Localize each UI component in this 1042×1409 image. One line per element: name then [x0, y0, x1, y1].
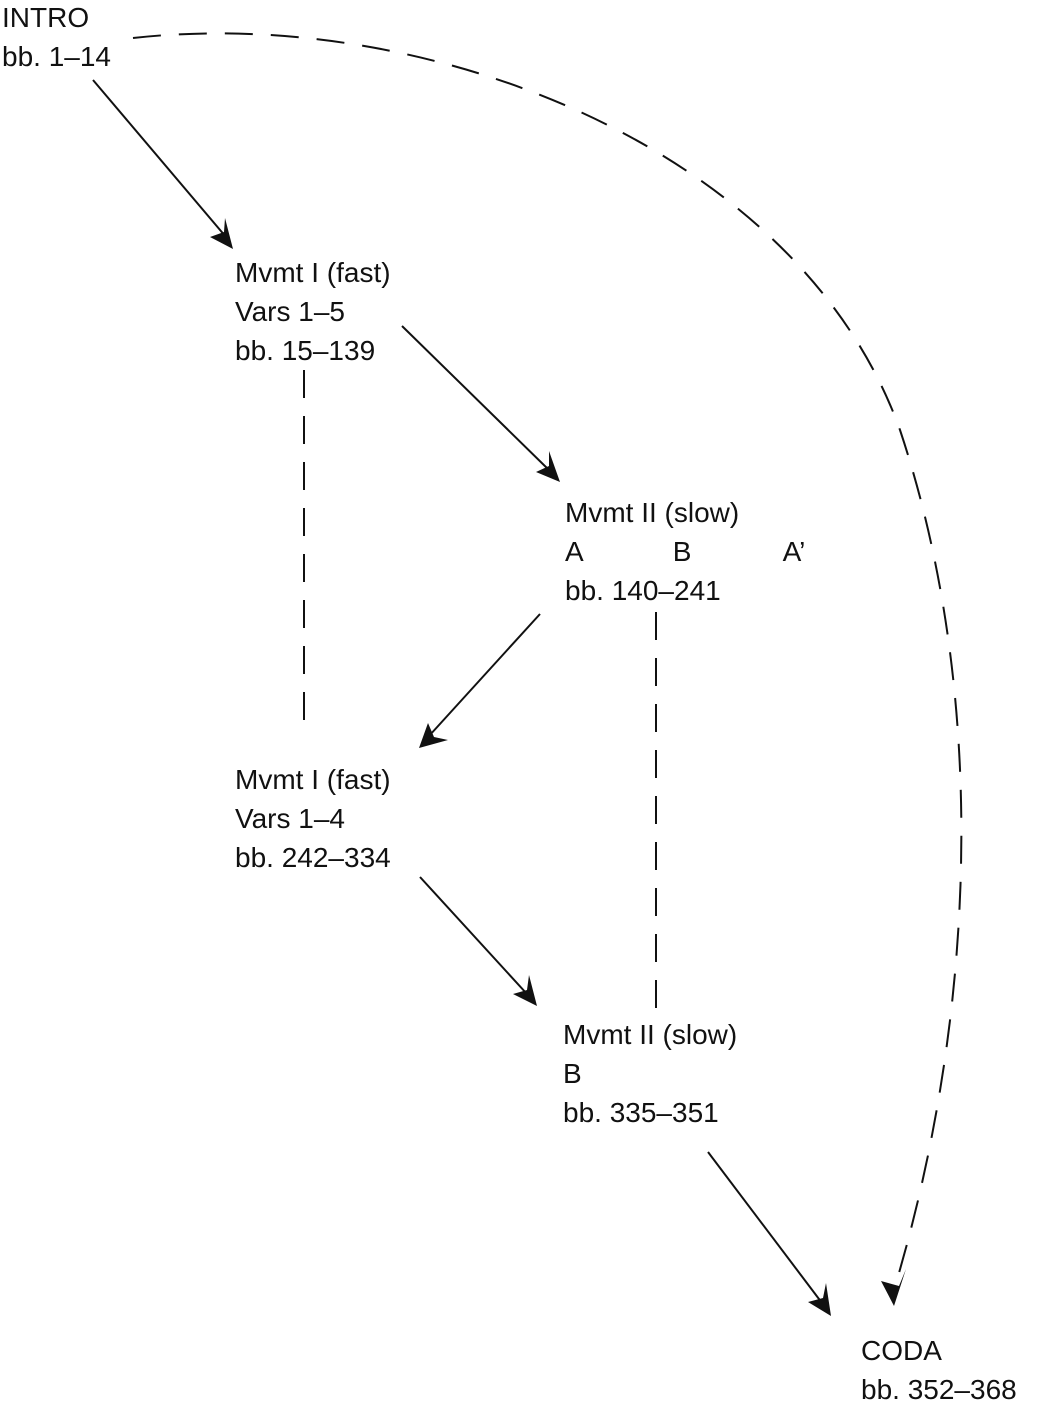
node-mvmt1-b-detail: Vars 1–4 — [235, 803, 345, 834]
node-mvmt1-a-bars: bb. 15–139 — [235, 335, 376, 366]
node-mvmt1-a: Mvmt I (fast) Vars 1–5 bb. 15–139 — [235, 253, 391, 370]
edge-intro-to-mvmt1-a — [92, 79, 227, 238]
edge-mvmt1-b-to-mvmt2-b — [419, 876, 528, 995]
node-mvmt1-b-title: Mvmt I (fast) — [235, 764, 391, 795]
node-coda-title: CODA — [861, 1335, 942, 1366]
arrowhead-mvmt1-a-to-mvmt2-a — [536, 451, 560, 482]
node-coda: CODA bb. 352–368 — [861, 1331, 1017, 1409]
arrowhead-mvmt2-b-to-coda — [808, 1283, 831, 1316]
arrowhead-mvmt2-a-to-mvmt1-b — [419, 723, 448, 748]
node-intro-bars: bb. 1–14 — [2, 41, 111, 72]
node-intro-title: INTRO — [2, 2, 90, 33]
node-mvmt2-b: Mvmt II (slow) B bb. 335–351 — [563, 1015, 737, 1132]
node-mvmt2-a-sections: A B A’ — [565, 532, 805, 571]
node-mvmt1-a-detail: Vars 1–5 — [235, 296, 345, 327]
node-mvmt1-b-bars: bb. 242–334 — [235, 842, 391, 873]
node-mvmt1-a-title: Mvmt I (fast) — [235, 257, 391, 288]
section-a-label: A — [565, 536, 584, 567]
node-mvmt2-b-title: Mvmt II (slow) — [563, 1019, 738, 1050]
edge-mvmt2-a-to-mvmt1-b — [428, 613, 541, 737]
node-mvmt2-a: Mvmt II (slow) A B A’ bb. 140–241 — [565, 493, 805, 610]
section-b-label: B — [672, 536, 692, 567]
arrowhead-intro-to-mvmt1-a — [210, 218, 233, 249]
edge-mvmt2-b-to-coda — [707, 1151, 823, 1304]
edge-intro-to-coda-dashed-arc — [132, 32, 963, 1291]
edge-mvmt1-a-to-mvmt2-a — [401, 325, 551, 472]
section-a-prime-label: A’ — [782, 536, 806, 567]
arrowhead-intro-to-coda — [881, 1269, 906, 1306]
node-mvmt2-a-bars: bb. 140–241 — [565, 575, 721, 606]
node-mvmt2-b-bars: bb. 335–351 — [563, 1097, 719, 1128]
node-mvmt1-b: Mvmt I (fast) Vars 1–4 bb. 242–334 — [235, 760, 391, 877]
arrowhead-mvmt1-b-to-mvmt2-b — [513, 975, 537, 1006]
node-mvmt2-b-detail: B — [563, 1058, 582, 1089]
node-coda-bars: bb. 352–368 — [861, 1374, 1017, 1405]
node-mvmt2-a-title: Mvmt II (slow) — [565, 497, 740, 528]
node-intro: INTRO bb. 1–14 — [2, 0, 111, 76]
